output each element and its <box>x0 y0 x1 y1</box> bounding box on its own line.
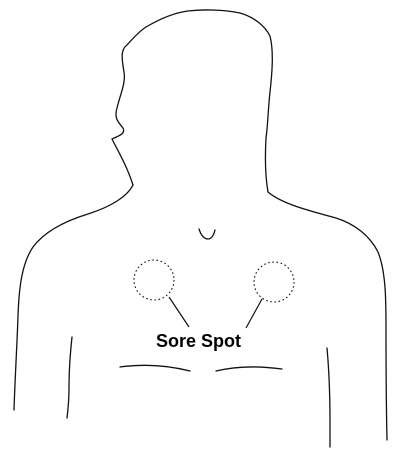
right-shoulder-outline <box>268 192 387 440</box>
right-pectoral-line <box>216 367 282 371</box>
right-arm-line <box>327 348 330 447</box>
right-leader-line <box>246 299 262 328</box>
left-sore-spot-circle <box>134 260 174 300</box>
left-arm-line <box>67 337 72 418</box>
left-leader-line <box>169 297 189 327</box>
right-sore-spot-circle <box>254 262 294 302</box>
suprasternal-notch <box>199 229 215 239</box>
head-outline <box>112 10 272 192</box>
left-shoulder-outline <box>14 185 133 410</box>
left-pectoral-line <box>120 365 190 371</box>
sore-spot-label: Sore Spot <box>156 331 241 351</box>
